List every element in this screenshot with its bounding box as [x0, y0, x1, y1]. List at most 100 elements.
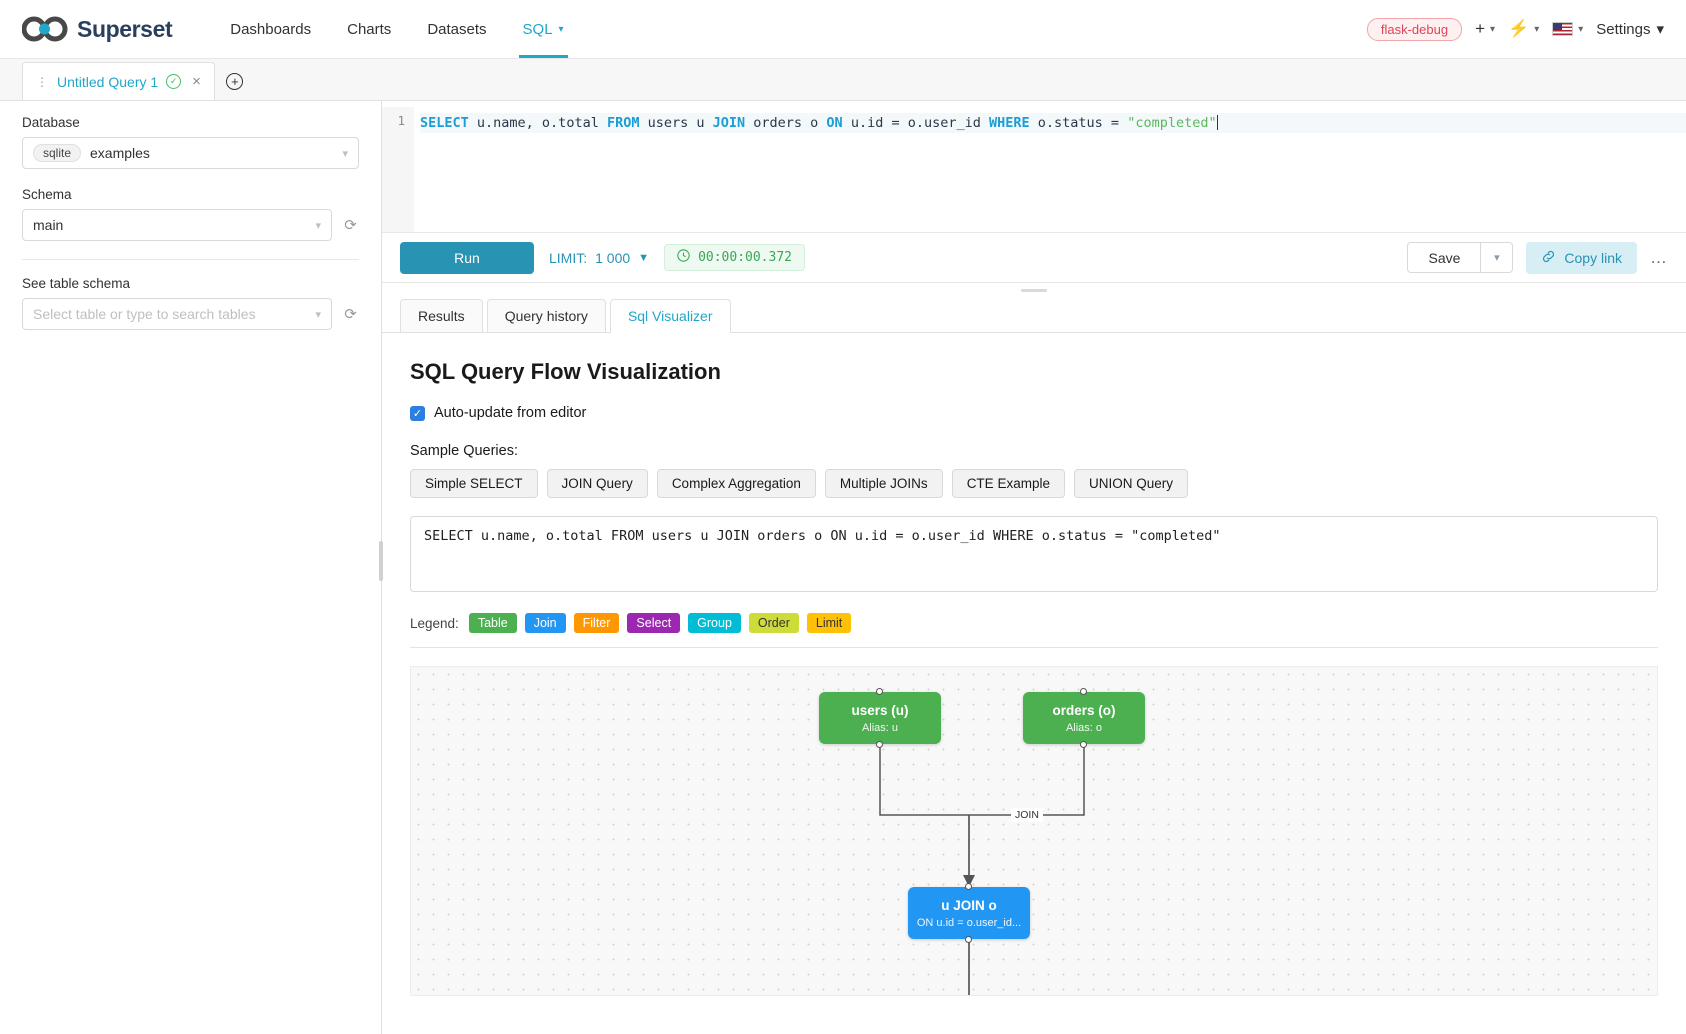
sample-query-cte-example[interactable]: CTE Example	[951, 469, 1065, 498]
more-options-icon[interactable]: …	[1650, 247, 1668, 267]
tab-query-history-label: Query history	[504, 308, 588, 324]
token-join: JOIN	[712, 115, 746, 131]
chevron-down-icon: ▾	[315, 219, 321, 232]
chevron-down-icon: ▾	[558, 23, 564, 35]
legend-label: Legend:	[410, 615, 459, 631]
nav-link-dashboards-label: Dashboards	[230, 20, 312, 38]
editor-code-area[interactable]: SELECT u.name, o.total FROM users u JOIN…	[414, 107, 1686, 232]
flask-debug-badge[interactable]: flask-debug	[1366, 17, 1463, 41]
top-navigation-bar: Superset Dashboards Charts Datasets SQL …	[0, 0, 1686, 59]
flow-node-orders-title: orders (o)	[1052, 702, 1116, 718]
limit-label: LIMIT:	[549, 249, 588, 266]
new-item-button[interactable]: + ▾	[1475, 19, 1495, 39]
panel-resize-handle[interactable]	[379, 541, 383, 581]
tab-sql-visualizer[interactable]: Sql Visualizer	[609, 299, 731, 333]
schema-label: Schema	[22, 187, 72, 202]
flow-node-join-condition: ON u.id = o.user_id...	[916, 916, 1022, 929]
schema-select[interactable]: main ▾	[22, 209, 332, 241]
plus-icon: +	[1475, 19, 1485, 38]
right-editor-panel: 1 SELECT u.name, o.total FROM users u JO…	[382, 101, 1686, 1034]
chevron-down-icon: ▾	[1490, 23, 1496, 35]
tab-query-history[interactable]: Query history	[486, 299, 606, 332]
save-button-group: Save ▾	[1407, 242, 1514, 273]
query-tab-label: Untitled Query 1	[57, 73, 159, 90]
main-nav-links: Dashboards Charts Datasets SQL ▾	[212, 0, 581, 58]
sample-queries-row: Simple SELECT JOIN Query Complex Aggrega…	[410, 469, 1658, 498]
flow-node-users-alias: Alias: u	[861, 721, 899, 734]
token-status: o.status =	[1029, 115, 1128, 131]
language-selector[interactable]: ▾	[1552, 22, 1583, 36]
query-timer: 00:00:00.372	[664, 244, 805, 271]
plus-circle-icon: +	[226, 72, 244, 90]
flow-edges	[879, 744, 1085, 995]
legend-badge-join: Join	[524, 613, 566, 633]
query-flow-canvas[interactable]: JOIN users (u) Alias: u orders (o) Alias…	[410, 666, 1658, 996]
add-query-tab-button[interactable]: +	[215, 62, 255, 100]
token-where: WHERE	[989, 115, 1030, 131]
sql-visualizer-panel: SQL Query Flow Visualization ✓ Auto-upda…	[382, 333, 1686, 1034]
table-select[interactable]: Select table or type to search tables ▾	[22, 298, 332, 330]
query-tab-untitled-query-1[interactable]: ⋮ Untitled Query 1 ✓ ×	[22, 62, 215, 100]
toolbar-right-group: Save ▾ Copy link …	[1407, 241, 1668, 274]
sample-query-union-query[interactable]: UNION Query	[1073, 469, 1188, 498]
editor-toolbar: Run LIMIT: 1 000 ▼ 00:00:00.372 Save ▾	[382, 233, 1686, 283]
sql-input-textarea[interactable]	[410, 516, 1658, 592]
limit-dropdown[interactable]: LIMIT: 1 000 ▼	[549, 250, 649, 266]
table-schema-label: See table schema	[22, 276, 131, 291]
brand-logo-group[interactable]: Superset	[22, 16, 173, 43]
chevron-down-icon: ▾	[1534, 23, 1540, 35]
query-tab-bar: ⋮ Untitled Query 1 ✓ × +	[0, 59, 1686, 101]
copy-link-button[interactable]: Copy link	[1526, 241, 1637, 274]
node-port-bottom-icon	[965, 936, 972, 943]
tab-results[interactable]: Results	[400, 299, 483, 332]
sample-query-multiple-joins[interactable]: Multiple JOINs	[824, 469, 943, 498]
editor-line-number: 1	[382, 107, 414, 232]
sample-query-complex-aggregation[interactable]: Complex Aggregation	[656, 469, 816, 498]
nav-link-dashboards[interactable]: Dashboards	[212, 0, 329, 58]
refresh-tables-icon[interactable]: ⟳	[344, 306, 357, 323]
token-users: users u	[639, 115, 713, 131]
sample-queries-label: Sample Queries:	[410, 443, 518, 459]
sample-query-simple-select[interactable]: Simple SELECT	[410, 469, 538, 498]
chevron-down-icon: ▾	[1656, 21, 1664, 38]
close-icon[interactable]: ×	[192, 73, 201, 90]
flow-node-orders[interactable]: orders (o) Alias: o	[1023, 688, 1145, 748]
nav-link-charts[interactable]: Charts	[329, 0, 409, 58]
drag-handle-icon[interactable]: ⋮	[36, 74, 49, 89]
caret-down-icon: ▾	[1578, 23, 1584, 35]
flow-node-users[interactable]: users (u) Alias: u	[819, 688, 941, 748]
schema-selected-value: main	[33, 217, 64, 233]
horizontal-splitter-handle[interactable]	[1021, 288, 1047, 292]
legend-badge-order: Order	[748, 613, 799, 633]
legend-badge-filter: Filter	[573, 613, 620, 633]
superset-logo-icon	[22, 16, 68, 42]
auto-update-checkbox[interactable]: ✓	[410, 405, 425, 421]
database-select[interactable]: sqlite examples ▾	[22, 137, 359, 169]
flow-node-join[interactable]: u JOIN o ON u.id = o.user_id...	[908, 883, 1030, 943]
edge-label-join: JOIN	[1011, 808, 1043, 822]
legend-badge-limit: Limit	[806, 613, 852, 633]
text-cursor	[1216, 115, 1218, 130]
token-from: FROM	[606, 115, 640, 131]
bolt-menu-button[interactable]: ⚡ ▾	[1508, 19, 1539, 39]
node-port-top-icon	[965, 883, 972, 890]
node-port-top-icon	[876, 688, 883, 695]
save-dropdown-button[interactable]: ▾	[1481, 242, 1514, 273]
sample-query-join-query[interactable]: JOIN Query	[546, 469, 648, 498]
run-button[interactable]: Run	[400, 241, 534, 274]
editor-code-line: SELECT u.name, o.total FROM users u JOIN…	[420, 113, 1686, 133]
nav-link-datasets[interactable]: Datasets	[409, 0, 504, 58]
check-circle-icon: ✓	[166, 74, 182, 89]
settings-menu[interactable]: Settings ▾	[1596, 20, 1664, 39]
save-button[interactable]: Save	[1407, 242, 1482, 273]
panel-divider	[22, 259, 359, 260]
caret-down-icon: ▼	[638, 251, 650, 264]
sql-editor[interactable]: 1 SELECT u.name, o.total FROM users u JO…	[382, 101, 1686, 233]
limit-value: 1 000	[595, 249, 631, 266]
token-select: SELECT	[420, 115, 469, 131]
nav-link-sql[interactable]: SQL ▾	[505, 0, 582, 58]
legend-badge-group: Group	[688, 613, 741, 633]
refresh-schema-icon[interactable]: ⟳	[344, 217, 357, 234]
chevron-down-icon: ▾	[1494, 252, 1500, 264]
database-engine-tag: sqlite	[33, 144, 82, 162]
